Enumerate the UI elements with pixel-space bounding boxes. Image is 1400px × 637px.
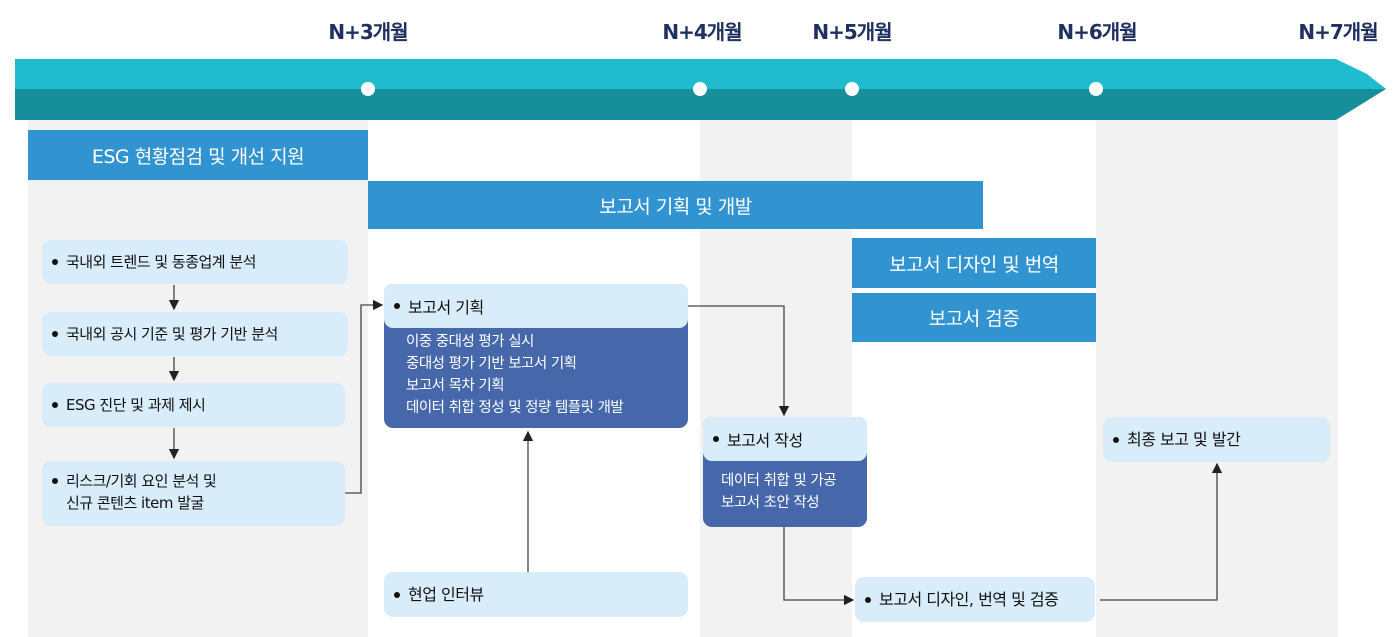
bullet-icon	[394, 303, 400, 309]
card-item: 이중 중대성 평가 실시	[406, 334, 534, 350]
column-n3-bg	[28, 120, 368, 637]
milestone-n5: N+5개월	[812, 20, 892, 44]
timeline-arrow	[15, 59, 1386, 120]
step-label: 국내외 트렌드 및 동종업계 분석	[66, 253, 256, 271]
step-label: ESG 진단 및 과제 제시	[66, 396, 206, 414]
step-label-line1: 리스크/기회 요인 분석 및	[66, 472, 217, 490]
step-esg-diagnosis: ESG 진단 및 과제 제시	[42, 383, 345, 427]
step-label-line2: 신규 콘텐츠 item 발굴	[66, 494, 204, 512]
phase-esg: ESG 현황점검 및 개선 지원	[28, 130, 368, 180]
milestone-dot	[693, 82, 707, 96]
step-design-verify: 보고서 디자인, 번역 및 검증	[855, 577, 1095, 622]
milestone-n7: N+7개월	[1298, 20, 1378, 44]
card-title: 보고서 기획	[408, 298, 484, 317]
step-label: 최종 보고 및 발간	[1127, 429, 1241, 449]
bullet-icon	[52, 402, 58, 408]
phase-report-dev: 보고서 기획 및 개발	[368, 181, 983, 229]
card-header: 보고서 작성	[703, 417, 867, 461]
bullet-icon	[1113, 436, 1119, 443]
bullet-icon	[52, 331, 58, 337]
step-interview: 현업 인터뷰	[384, 572, 688, 617]
step-final: 최종 보고 및 발간	[1103, 417, 1330, 462]
bullet-icon	[394, 591, 400, 598]
milestone-dot	[361, 82, 375, 96]
bullet-icon	[52, 259, 58, 265]
milestone-dot	[845, 82, 859, 96]
card-item: 보고서 목차 기획	[406, 378, 505, 394]
step-trend-analysis: 국내외 트렌드 및 동종업계 분석	[42, 240, 348, 284]
milestone-n3: N+3개월	[328, 20, 408, 44]
milestone-dot	[1089, 82, 1103, 96]
card-writing: 보고서 작성 데이터 취합 및 가공 보고서 초안 작성	[703, 417, 867, 527]
card-item: 데이터 취합 정성 및 정량 템플릿 개발	[406, 400, 624, 416]
card-title: 보고서 작성	[727, 431, 803, 450]
step-label: 국내외 공시 기준 및 평가 기반 분석	[66, 325, 278, 343]
phase-verify: 보고서 검증	[852, 293, 1096, 342]
card-item: 데이터 취합 및 가공	[721, 473, 837, 489]
card-planning: 보고서 기획 이중 중대성 평가 실시 중대성 평가 기반 보고서 기획 보고서…	[384, 284, 688, 428]
bullet-icon	[713, 436, 719, 442]
phase-design: 보고서 디자인 및 번역	[852, 238, 1096, 288]
bullet-icon	[52, 478, 58, 484]
milestone-n4: N+4개월	[662, 20, 742, 44]
card-item: 보고서 초안 작성	[721, 495, 820, 511]
card-item: 중대성 평가 기반 보고서 기획	[406, 356, 577, 372]
milestone-n6: N+6개월	[1057, 20, 1137, 44]
step-disclosure-analysis: 국내외 공시 기준 및 평가 기반 분석	[42, 312, 348, 356]
step-label: 현업 인터뷰	[408, 584, 484, 604]
bullet-icon	[865, 596, 871, 603]
card-header: 보고서 기획	[384, 284, 688, 328]
step-label: 보고서 디자인, 번역 및 검증	[879, 589, 1059, 609]
